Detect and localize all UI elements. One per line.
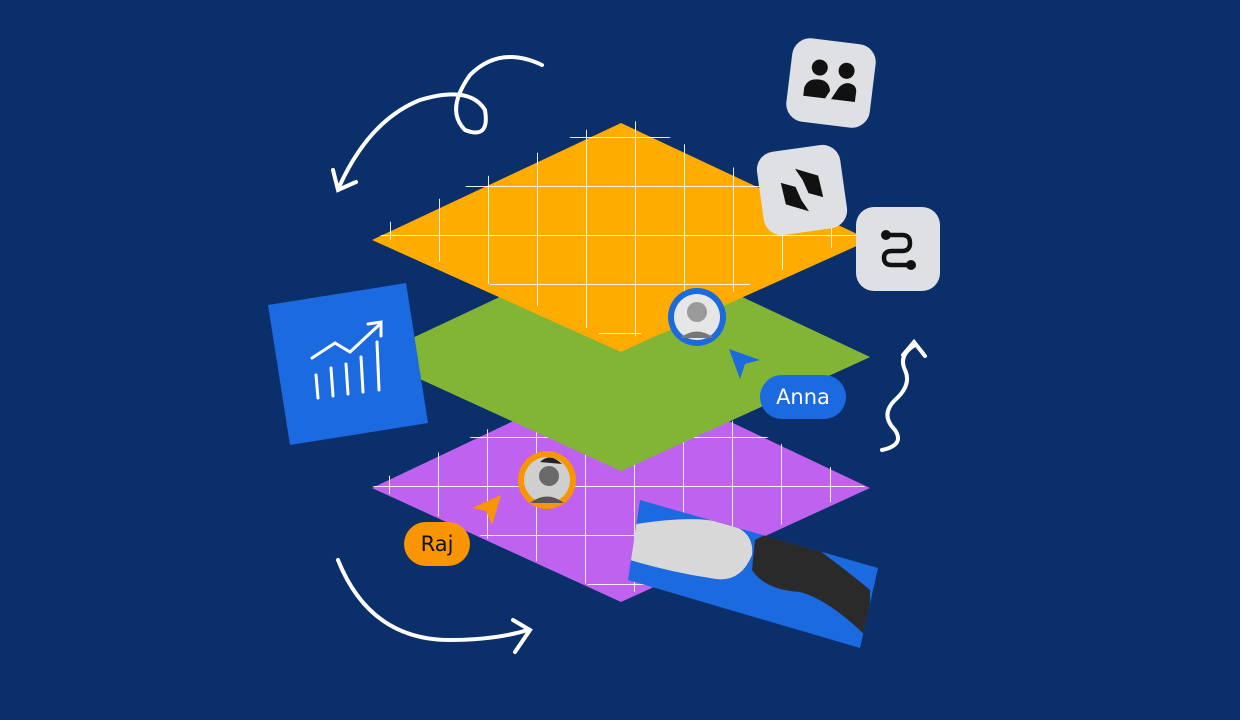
- decorative-arrows: [331, 55, 927, 654]
- middle-layer-front: [372, 334, 870, 471]
- squiggle-arrow: [880, 343, 917, 452]
- people-icon-tile: [786, 38, 876, 128]
- route-icon: [881, 232, 913, 268]
- hexagon-logo-tile: [756, 144, 848, 236]
- raj-avatar: [518, 451, 576, 509]
- route-icon-tile: [856, 207, 940, 291]
- anna-name-tag: Anna: [760, 375, 846, 419]
- chart-card: [268, 283, 428, 445]
- anna-avatar: [668, 288, 726, 346]
- curl-arrow: [338, 55, 544, 187]
- chart-trend-icon: [310, 320, 383, 400]
- fist-bump-photo: [628, 500, 878, 648]
- anna-cursor-icon: [729, 349, 760, 379]
- raj-cursor-icon: [472, 495, 501, 525]
- bottom-arrow: [336, 558, 530, 643]
- raj-name-tag: Raj: [404, 522, 470, 566]
- people-icon: [803, 59, 857, 103]
- hexagon-logo-icon: [780, 168, 824, 212]
